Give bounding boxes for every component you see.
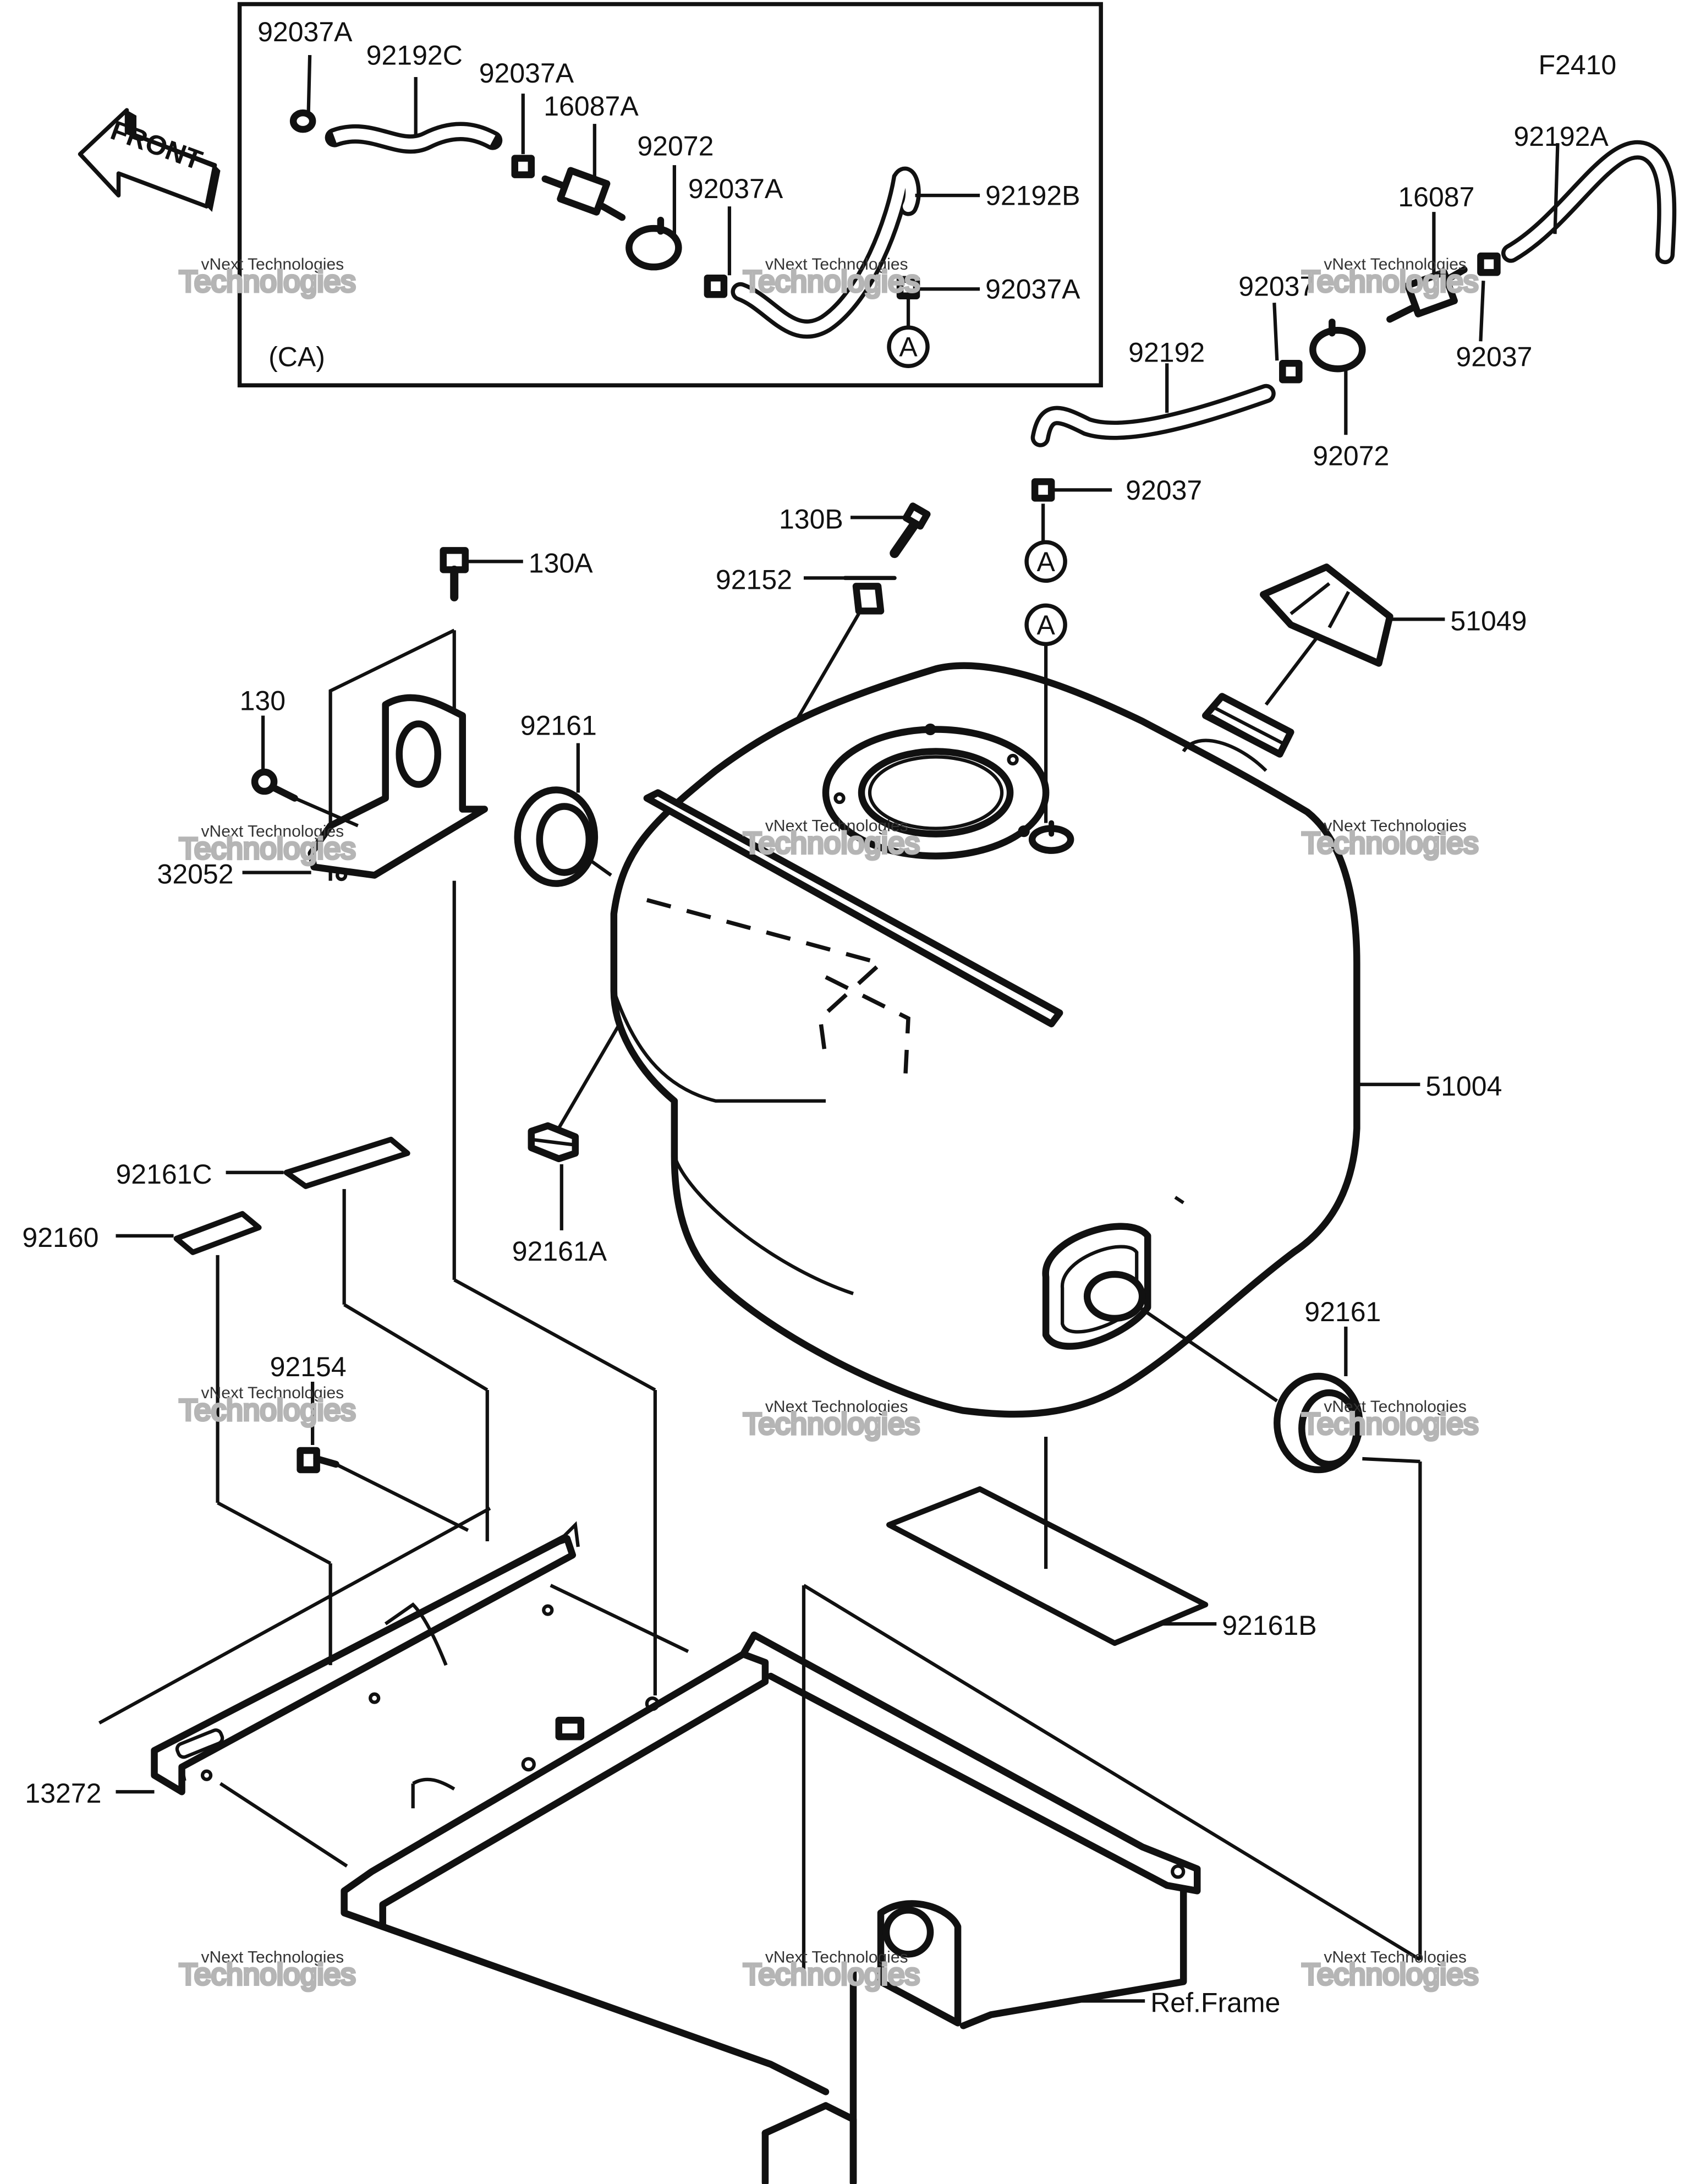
label-92037a-3: 92037A: [688, 173, 783, 204]
svg-text:Technologies: Technologies: [179, 1393, 356, 1427]
label-92037a-4: 92037A: [985, 274, 1080, 305]
svg-text:vNext Technologies: vNext Technologies: [201, 823, 344, 841]
ref-frame[interactable]: [341, 1631, 1201, 2184]
label-92192: 92192: [1128, 337, 1205, 368]
svg-text:Technologies: Technologies: [743, 1957, 920, 1991]
label-13272: 13272: [25, 1778, 101, 1809]
label-92161-right: 92161: [1304, 1296, 1381, 1327]
label-130a: 130A: [529, 548, 593, 578]
svg-text:Technologies: Technologies: [743, 826, 920, 860]
svg-text:A: A: [1036, 546, 1055, 577]
svg-text:vNext Technologies: vNext Technologies: [1324, 255, 1467, 273]
svg-text:vNext Technologies: vNext Technologies: [1324, 817, 1467, 835]
label-92152: 92152: [716, 564, 792, 595]
vent-hose-assembly: A 92192A 16087 92037 92037 92192 92072 9…: [1024, 121, 1677, 583]
ref-marker-a-inset: [887, 325, 930, 369]
svg-text:vNext Technologies: vNext Technologies: [765, 255, 908, 273]
svg-text:Technologies: Technologies: [1302, 264, 1478, 298]
svg-text:vNext Technologies: vNext Technologies: [765, 1948, 908, 1966]
svg-text:vNext Technologies: vNext Technologies: [765, 817, 908, 835]
label-92037-3: 92037: [1126, 475, 1202, 506]
svg-text:A: A: [899, 332, 918, 363]
clamp-92037-bottom-icon[interactable]: [1031, 478, 1055, 502]
bracket-32052[interactable]: [308, 694, 489, 879]
pad-92160[interactable]: [173, 1211, 262, 1255]
inset-border: [237, 2, 1103, 388]
svg-text:Technologies: Technologies: [1302, 1957, 1478, 1991]
label-92154: 92154: [270, 1351, 347, 1382]
clamp-92037a-1-icon[interactable]: [289, 109, 316, 133]
fuel-tank-51004[interactable]: A: [610, 603, 1420, 1418]
clamp-92037-right-icon[interactable]: [1477, 252, 1501, 276]
watermarks: vNext Technologies Technologies vNext Te…: [178, 255, 1480, 1993]
label-ref-frame: Ref.Frame: [1150, 1987, 1280, 2018]
pad-92161a[interactable]: [528, 1122, 579, 1230]
svg-text:vNext Technologies: vNext Technologies: [201, 255, 344, 273]
front-arrow-icon: FRONT: [78, 108, 221, 212]
collar-92152-icon[interactable]: [852, 583, 885, 615]
label-92192a: 92192A: [1513, 121, 1609, 152]
label-32052: 32052: [157, 859, 234, 890]
inset-label: (CA): [268, 341, 325, 372]
svg-text:Technologies: Technologies: [179, 264, 356, 298]
clamp-92037a-2-icon[interactable]: [511, 155, 535, 178]
svg-text:vNext Technologies: vNext Technologies: [765, 1398, 908, 1416]
label-92192b: 92192B: [985, 180, 1080, 211]
ref-marker-a-1: [1024, 540, 1067, 583]
bolt-130-icon[interactable]: [251, 768, 278, 795]
svg-text:vNext Technologies: vNext Technologies: [201, 1948, 344, 1966]
clamp-92037-left-icon[interactable]: [1279, 359, 1303, 384]
label-92161b: 92161B: [1222, 1610, 1316, 1641]
label-130: 130: [240, 685, 286, 716]
hose-92192[interactable]: [1035, 388, 1272, 444]
svg-text:Technologies: Technologies: [743, 1406, 920, 1441]
sleeve-92072-icon[interactable]: [1309, 318, 1366, 373]
fuel-cap-51049-icon[interactable]: [1260, 563, 1393, 667]
california-inset: (CA) A: [237, 2, 1103, 388]
ref-marker-a-2: [1024, 603, 1067, 647]
bracket-13272[interactable]: [151, 1521, 580, 1796]
label-92192c: 92192C: [366, 40, 463, 71]
bolt-130b-group: 130B 92152: [549, 502, 931, 1143]
label-16087: 16087: [1398, 182, 1474, 212]
label-92160: 92160: [22, 1222, 98, 1253]
fuel-cap-group: 51049: [1260, 563, 1527, 706]
label-92037a-2: 92037A: [479, 58, 574, 89]
hose-92192a[interactable]: [1505, 144, 1672, 260]
svg-text:vNext Technologies: vNext Technologies: [1324, 1948, 1467, 1966]
bolt-92154-icon[interactable]: [297, 1447, 339, 1474]
svg-text:vNext Technologies: vNext Technologies: [201, 1384, 344, 1402]
label-92161c: 92161C: [116, 1159, 212, 1190]
clamp-92037a-3-icon[interactable]: [704, 274, 728, 298]
label-92037-2: 92037: [1456, 341, 1532, 372]
bracket-group: 130A 32052 130: [157, 547, 593, 890]
label-92037-1: 92037: [1238, 271, 1315, 302]
label-92037a-1: 92037A: [257, 17, 353, 47]
label-92161-top: 92161: [520, 710, 597, 741]
label-92072: 92072: [1313, 440, 1389, 471]
svg-text:Technologies: Technologies: [179, 831, 356, 866]
filter-16087-icon[interactable]: [1386, 266, 1468, 323]
leader-lines: [98, 880, 1422, 1982]
grommet-92161-right[interactable]: [1274, 1326, 1363, 1474]
pad-92161c[interactable]: [283, 1136, 410, 1189]
label-92072-ca: 92072: [637, 131, 714, 162]
svg-text:A: A: [1036, 610, 1055, 641]
label-51049: 51049: [1450, 605, 1527, 636]
svg-text:Technologies: Technologies: [179, 1957, 356, 1991]
label-16087a: 16087A: [544, 91, 639, 122]
figure-code: F2410: [1538, 50, 1616, 80]
svg-text:Technologies: Technologies: [1302, 826, 1478, 860]
svg-text:vNext Technologies: vNext Technologies: [1324, 1398, 1467, 1416]
label-130b: 130B: [779, 503, 843, 534]
filter-16087a-icon[interactable]: [541, 167, 626, 221]
svg-text:Technologies: Technologies: [743, 264, 920, 298]
grommet-92161-top[interactable]: [514, 743, 612, 887]
label-51004: 51004: [1425, 1071, 1502, 1102]
sleeve-92072-ca-icon[interactable]: [625, 216, 682, 271]
svg-text:Technologies: Technologies: [1302, 1406, 1478, 1441]
label-92161a: 92161A: [512, 1236, 607, 1267]
hose-92192b[interactable]: [734, 171, 917, 335]
